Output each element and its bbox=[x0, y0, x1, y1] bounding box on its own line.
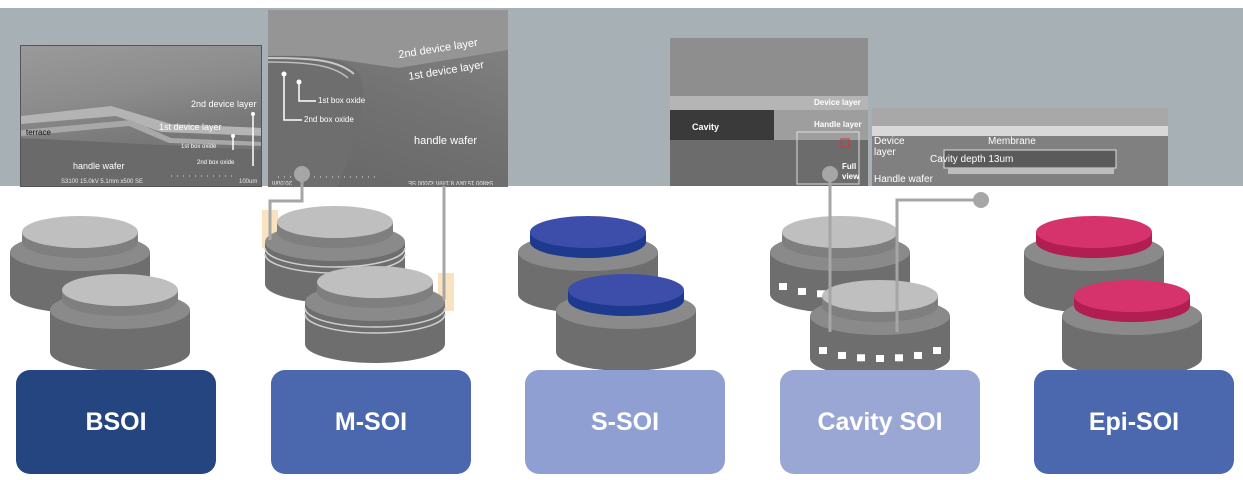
product-tab-epi-soi[interactable]: Epi-SOI bbox=[1034, 370, 1234, 474]
membrane-label: Membrane bbox=[988, 136, 1036, 147]
membrane-handle-label: Handle wafer bbox=[874, 174, 933, 185]
bsoi-box2-label: 2nd box oxide bbox=[197, 160, 235, 166]
wafer-front-4-cavity-mark bbox=[895, 354, 903, 362]
bsoi-device2-label: 2nd device layer bbox=[191, 99, 257, 109]
product-label-ssoi: S-SOI bbox=[590, 407, 660, 436]
wafer-back-2-top-disc bbox=[277, 206, 393, 238]
product-label-epi-soi: Epi-SOI bbox=[1088, 407, 1180, 436]
wafer-front-4-cavity-mark bbox=[933, 347, 941, 355]
product-label-cavity-soi: Cavity SOI bbox=[817, 407, 943, 436]
msoi-handle-label: handle wafer bbox=[414, 135, 477, 147]
product-tab-ssoi[interactable]: S-SOI bbox=[525, 370, 725, 474]
sem-image-cavity: Cavity Device layer Handle layer Full vi… bbox=[670, 38, 868, 186]
wafer-back-4-cavity-mark bbox=[817, 290, 825, 298]
product-tab-msoi[interactable]: M-SOI bbox=[271, 370, 471, 474]
wafer-front-2-stripe bbox=[304, 307, 446, 328]
wafer-back-4-cavity-mark bbox=[798, 287, 806, 295]
cavity-device-label: Device layer bbox=[814, 98, 861, 107]
wafer-front-1-top-disc bbox=[62, 274, 178, 306]
wafer-back-4-cavity-mark bbox=[779, 283, 787, 291]
msoi-box1-label: 1st box oxide bbox=[318, 96, 366, 105]
msoi-connector-dot bbox=[294, 166, 310, 182]
cavity-connector-dot bbox=[822, 166, 838, 182]
bsoi-handle-label: handle wafer bbox=[73, 161, 125, 171]
wafer-front-4-cavity-mark bbox=[857, 354, 865, 362]
wafer-back-1-top-disc bbox=[22, 216, 138, 248]
product-label-bsoi: BSOI bbox=[85, 407, 147, 436]
wafer-back-2-stripe bbox=[264, 247, 406, 268]
wafer-front-5-top-disc bbox=[1074, 280, 1190, 312]
bsoi-scale-length: 100um bbox=[239, 179, 258, 185]
bsoi-terrace-label: terrace bbox=[26, 128, 51, 137]
cavity-depth-label: Cavity depth 13um bbox=[930, 154, 1014, 165]
bsoi-scalebar-text: S3100 15.0kV 5.1mm x500 SE bbox=[61, 179, 144, 185]
sem-image-membrane: Device layer Membrane Cavity depth 13um … bbox=[872, 108, 1168, 186]
cavity-label: Cavity bbox=[692, 122, 720, 132]
product-tab-cavity-soi[interactable]: Cavity SOI bbox=[780, 370, 980, 474]
wafer-front-4-cavity-mark bbox=[838, 351, 846, 359]
wafer-front-4-top-disc bbox=[822, 280, 938, 312]
bsoi-device1-label: 1st device layer bbox=[159, 122, 222, 132]
wafer-front-2-stripe bbox=[304, 313, 446, 334]
membrane-connector-dot bbox=[973, 192, 989, 208]
wafer-front-3-top-disc bbox=[568, 274, 684, 306]
wafer-front-4-cavity-mark bbox=[914, 351, 922, 359]
membrane-device-label: Device layer bbox=[874, 136, 905, 158]
cavity-handle-label: Handle layer bbox=[814, 120, 862, 129]
wafer-back-4-top-disc bbox=[782, 216, 898, 248]
sem-image-msoi: 2nd device layer 1st device layer 1st bo… bbox=[268, 10, 508, 187]
product-tab-bsoi[interactable]: BSOI bbox=[16, 370, 216, 474]
cavity-connector-right bbox=[895, 198, 981, 332]
msoi-connector-left bbox=[268, 174, 304, 240]
msoi-box2-label: 2nd box oxide bbox=[304, 115, 354, 124]
bsoi-box1-label: 1st box oxide bbox=[181, 144, 217, 150]
wafer-front-4-cavity-mark bbox=[819, 347, 827, 355]
product-label-msoi: M-SOI bbox=[334, 407, 408, 436]
wafer-back-3-top-disc bbox=[530, 216, 646, 248]
wafer-front-2-top-disc bbox=[317, 266, 433, 298]
sem-image-bsoi: 2nd device layer 1st device layer 1st bo… bbox=[20, 45, 262, 187]
wafer-back-5-top-disc bbox=[1036, 216, 1152, 248]
cavity-full-view-label: Full view bbox=[842, 162, 860, 181]
wafer-front-4-cavity-mark bbox=[876, 355, 884, 362]
